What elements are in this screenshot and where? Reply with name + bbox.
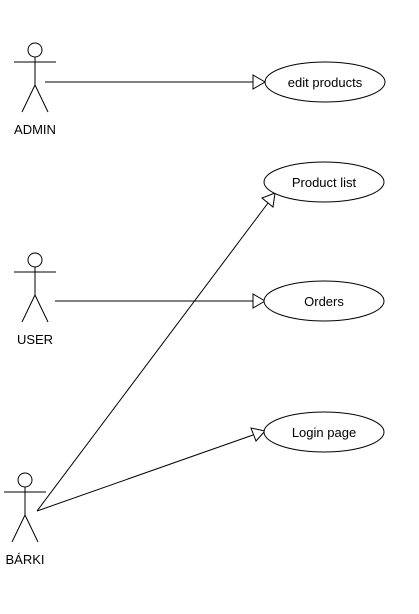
associations (36, 74, 276, 512)
use-case-label-login-page: Login page (292, 425, 356, 440)
actor-user (14, 252, 56, 323)
actor-barki (4, 472, 46, 543)
use-case-login-page: Login page (263, 411, 385, 453)
association-barki-login-page (36, 427, 266, 512)
actor-head (17, 472, 33, 488)
use-case-label-edit-products: edit products (288, 75, 363, 90)
use-case-orders: Orders (263, 280, 385, 322)
use-case-label-product-list: Product list (292, 175, 357, 190)
use-case-product-list: Product list (263, 161, 385, 203)
actor-label-admin: ADMIN (14, 122, 56, 137)
use-case-edit-products: edit products (264, 61, 386, 103)
association-barki-product-list (36, 192, 276, 512)
association-user-orders (55, 293, 266, 309)
actor-label-barki: BÁRKI (5, 552, 44, 567)
association-admin-edit-products (45, 74, 266, 90)
actor-head (27, 252, 43, 268)
use-case-label-orders: Orders (304, 294, 344, 309)
actor-head (27, 42, 43, 58)
actor-admin (14, 42, 56, 113)
actor-label-user: USER (17, 332, 53, 347)
